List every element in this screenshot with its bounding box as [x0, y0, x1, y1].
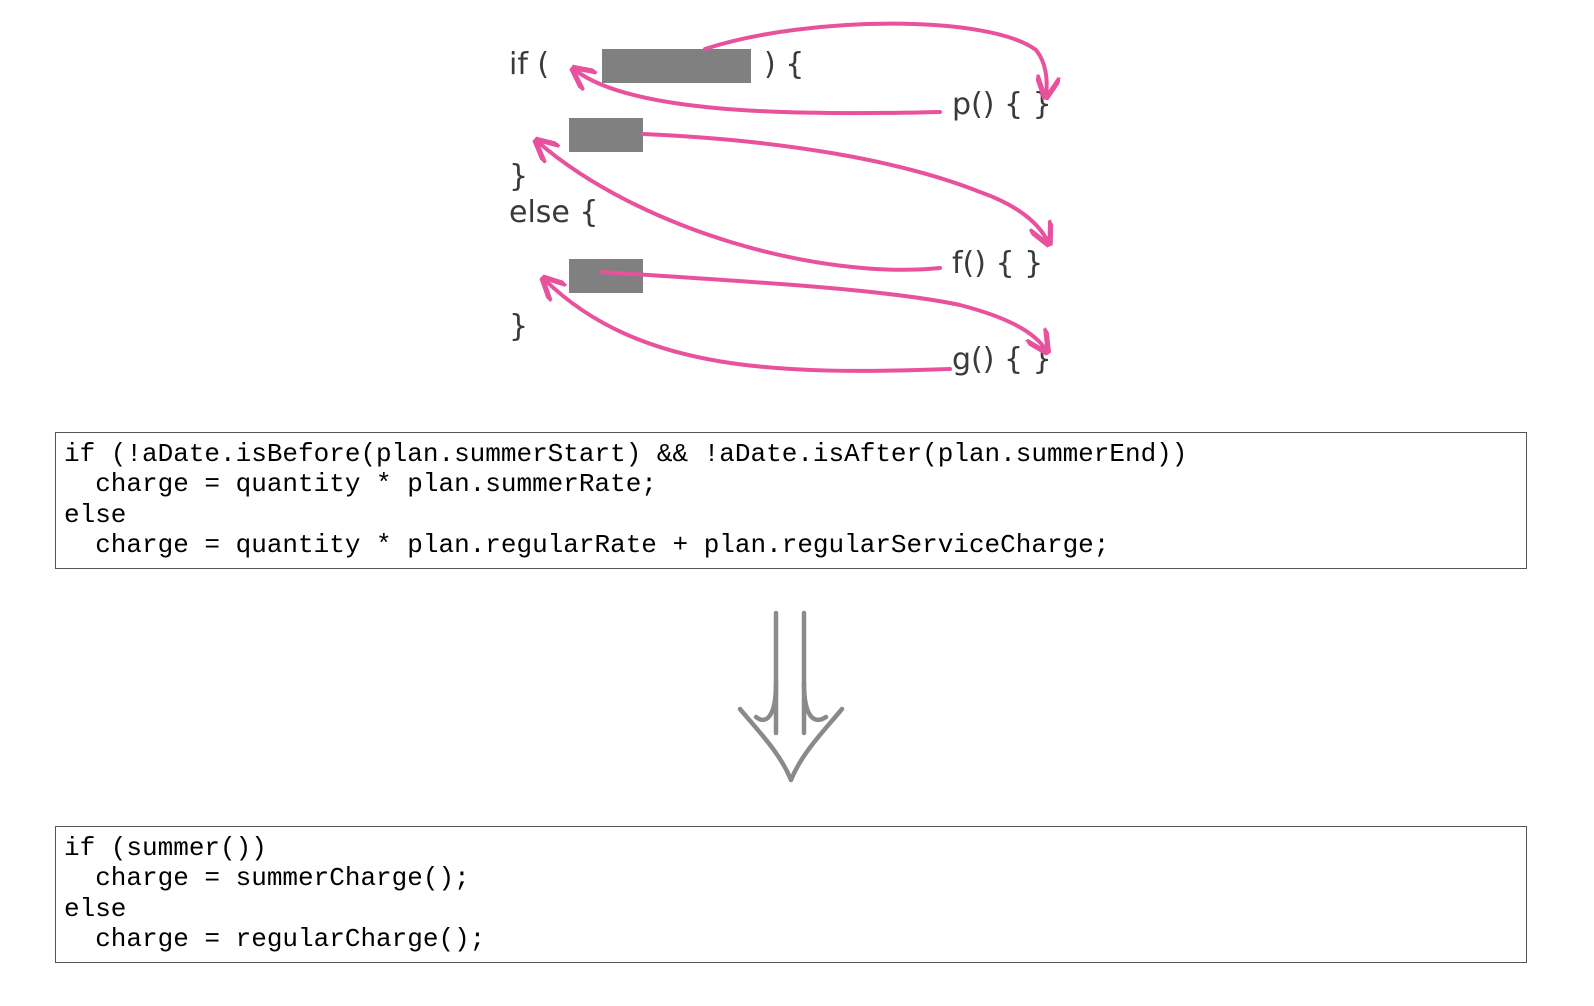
extract-function-diagram: if ( ) { } else { } p() { } f() { } g() … — [509, 21, 1594, 377]
after-code-block: if (summer()) charge = summerCharge(); e… — [55, 826, 1527, 963]
close-brace-2-text: } — [509, 309, 528, 344]
arrow-condition-to-p — [703, 21, 1047, 95]
code-line: if (summer()) — [64, 833, 267, 863]
code-line: else — [64, 499, 127, 530]
code-line: else — [64, 893, 127, 924]
else-block — [569, 259, 643, 293]
condition-block — [602, 49, 751, 83]
function-g-text: g() { } — [952, 342, 1052, 377]
code-line: charge = quantity * plan.regularRate + p… — [64, 529, 1110, 560]
function-f-text: f() { } — [952, 246, 1043, 281]
code-line: charge = quantity * plan.summerRate; — [64, 469, 657, 500]
code-line: if (!aDate.isBefore(plan.summerStart) &&… — [64, 439, 1188, 469]
if-close-text: ) { — [764, 47, 804, 82]
if-open-text: if ( — [509, 47, 549, 82]
down-arrow-icon — [737, 610, 845, 783]
arrow-else-to-g — [600, 270, 1046, 350]
code-line: charge = summerCharge(); — [64, 863, 470, 894]
arrow-f-to-then — [538, 142, 942, 272]
then-block — [569, 118, 643, 152]
before-code-block: if (!aDate.isBefore(plan.summerStart) &&… — [55, 432, 1527, 569]
close-brace-1-text: } — [509, 159, 528, 194]
arrow-g-to-else — [545, 280, 952, 373]
code-line: charge = regularCharge(); — [64, 923, 486, 954]
else-open-text: else { — [509, 195, 599, 230]
function-p-text: p() { } — [952, 87, 1052, 122]
arrow-p-to-condition — [575, 70, 942, 116]
arrow-then-to-f — [641, 132, 1048, 242]
